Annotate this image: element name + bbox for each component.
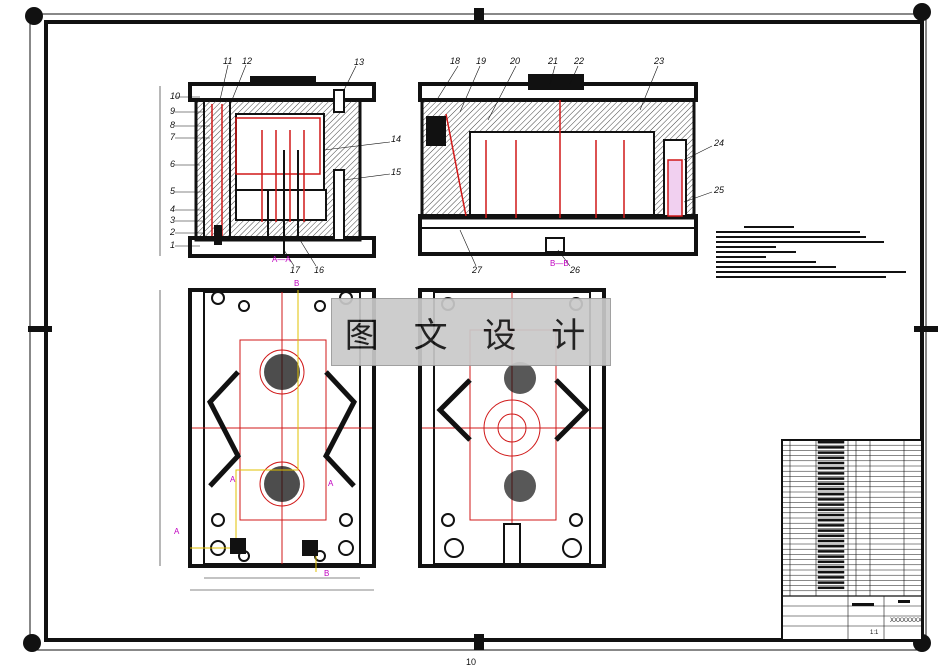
- drawing-number: XXXXXXXX: [890, 618, 922, 624]
- section-label-bb: B—B: [550, 259, 569, 268]
- callout-22: 22: [573, 56, 584, 66]
- parts-list-row-text: [817, 513, 845, 517]
- parts-list-row-text: [817, 555, 845, 558]
- parts-list-row-text: [817, 482, 845, 486]
- parts-list-row-text: [817, 539, 845, 543]
- callout-26: 26: [569, 265, 580, 275]
- title-block: [781, 439, 923, 641]
- watermark-banner: 图 文 设 计: [331, 298, 611, 366]
- parts-list-row-text: [817, 518, 845, 522]
- callout-13: 13: [354, 57, 364, 67]
- parts-list-row-text: [817, 440, 845, 444]
- parts-list-row-text: [817, 560, 845, 564]
- parts-list-row-text: [817, 565, 845, 569]
- parts-list-row-text: [817, 456, 845, 460]
- side-section-view: [418, 74, 698, 256]
- fixed-plan-view: [159, 288, 376, 591]
- parts-list-row-text: [817, 461, 845, 465]
- parts-list-row-text: [817, 487, 845, 491]
- moving-plan-view: [418, 288, 606, 568]
- callout-27: 27: [471, 265, 483, 275]
- parts-list-row-text: [817, 570, 845, 574]
- view-marker-a-right: A: [328, 479, 334, 488]
- callout-16: 16: [314, 265, 324, 275]
- parts-list-row-text: [817, 466, 845, 470]
- callout-11: 11: [223, 56, 232, 66]
- callout-10: 10: [170, 91, 180, 101]
- view-marker-b-bottom: B: [324, 569, 329, 578]
- parts-list-row-text: [817, 550, 845, 553]
- callout-1: 1: [170, 240, 175, 250]
- technical-notes: [716, 226, 912, 281]
- callout-2: 2: [169, 227, 175, 237]
- callout-21: 21: [547, 56, 558, 66]
- callout-12: 12: [242, 56, 252, 66]
- front-section-view: [159, 76, 376, 258]
- parts-list-row-text: [817, 508, 845, 512]
- parts-list-row-text: [817, 503, 845, 506]
- parts-list-row-text: [817, 477, 845, 480]
- drawing-scale: 1:1: [870, 630, 879, 636]
- side-callouts: [437, 65, 713, 267]
- callout-4: 4: [170, 204, 175, 214]
- callout-20: 20: [509, 56, 520, 66]
- footer-number: 10: [466, 657, 477, 667]
- watermark-text: 图 文 设 计: [344, 315, 598, 356]
- callout-19: 19: [476, 56, 486, 66]
- callout-3: 3: [170, 215, 175, 225]
- parts-list-row-text: [817, 529, 845, 532]
- callout-5: 5: [170, 186, 176, 196]
- callout-9: 9: [170, 106, 175, 116]
- callout-18: 18: [450, 56, 460, 66]
- callout-7: 7: [170, 132, 176, 142]
- parts-list-row-text: [817, 498, 845, 501]
- callout-17: 17: [290, 265, 301, 275]
- view-marker-b-top: B: [294, 279, 299, 288]
- view-marker-a-mid: A: [230, 475, 236, 484]
- parts-list-row-text: [817, 492, 845, 496]
- parts-list-row-text: [817, 451, 845, 454]
- callout-6: 6: [170, 159, 175, 169]
- sheet-frame: [23, 3, 938, 652]
- parts-list-row-text: [817, 446, 845, 449]
- parts-list-row-text: [817, 586, 845, 590]
- parts-list-row-text: [817, 581, 845, 584]
- parts-list-row-text: [817, 576, 845, 579]
- callout-8: 8: [170, 120, 175, 130]
- section-label-aa: A—A: [272, 255, 291, 264]
- callout-24: 24: [713, 138, 724, 148]
- callout-25: 25: [713, 185, 725, 195]
- parts-list-row-text: [817, 534, 845, 538]
- callout-23: 23: [653, 56, 664, 66]
- parts-list-row-text: [817, 544, 845, 548]
- parts-list-row-text: [817, 524, 845, 527]
- front-callouts: [175, 64, 391, 267]
- callout-15: 15: [391, 167, 402, 177]
- view-marker-a-left: A: [174, 527, 180, 536]
- parts-list-row-text: [817, 472, 845, 475]
- callout-14: 14: [391, 134, 401, 144]
